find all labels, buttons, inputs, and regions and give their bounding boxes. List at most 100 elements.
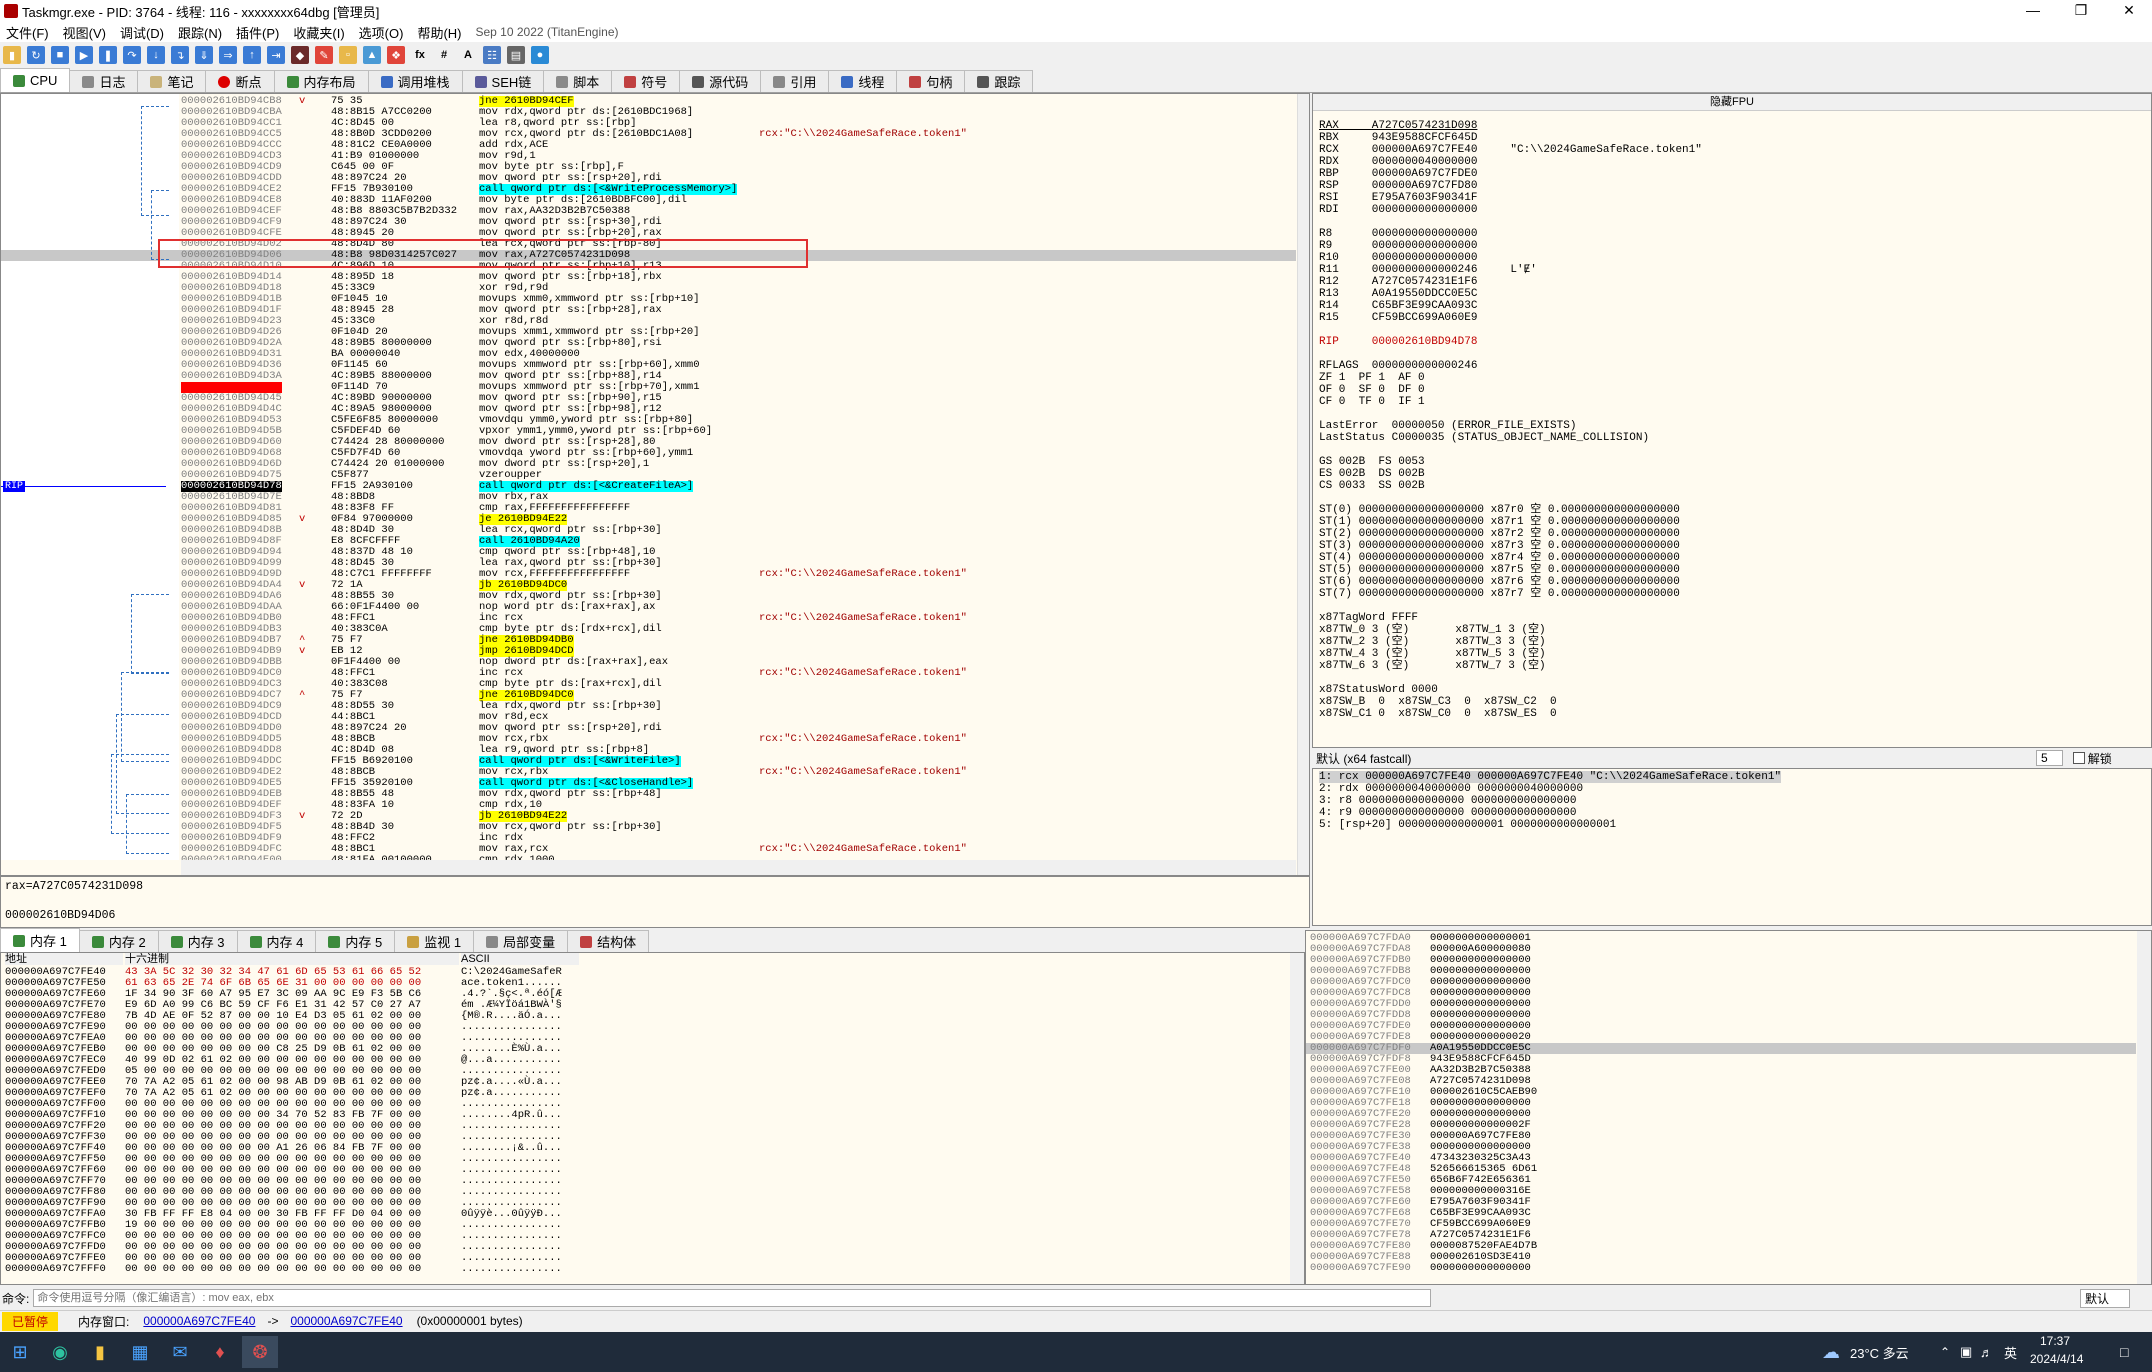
tab-dump-5[interactable]: 内存 5 — [315, 930, 396, 952]
tab-memory-map[interactable]: 内存布局 — [273, 70, 369, 92]
dump-ascii[interactable]: .4.?`.§ç<.ª.éó[Æ — [461, 988, 562, 1000]
minimize-button[interactable]: — — [2026, 2, 2040, 18]
dump-hex[interactable]: E9 6D A0 99 C6 BC 59 CF F6 E1 31 42 57 C… — [125, 999, 422, 1011]
dump-hex[interactable]: 00 00 00 00 00 00 00 00 34 70 52 83 FB 7… — [125, 1109, 422, 1121]
comment-icon[interactable]: ▫ — [339, 46, 357, 64]
menu-view[interactable]: 视图(V) — [62, 25, 106, 41]
argument-line[interactable]: 1: rcx 000000A697C7FE40 000000A697C7FE40… — [1319, 771, 1782, 783]
dump-ascii[interactable]: ........¡&..û... — [461, 1142, 562, 1154]
tab-struct[interactable]: 结构体 — [567, 930, 650, 952]
bookmark-icon[interactable]: ❖ — [387, 46, 405, 64]
dump-ascii[interactable]: ................ — [461, 1197, 562, 1209]
app-icon-green[interactable]: ♦ — [215, 1341, 225, 1362]
dump-ascii[interactable]: ................ — [461, 1032, 562, 1044]
argument-line[interactable]: 5: [rsp+20] 0000000000000001 00000000000… — [1319, 819, 1617, 831]
register-line[interactable]: ST(6) 0000000000000000000 x87r6 空 0.0000… — [1319, 576, 1680, 588]
calling-convention-select[interactable]: 默认 (x64 fastcall) — [1316, 751, 1412, 766]
argument-line[interactable]: 4: r9 0000000000000000 0000000000000000 — [1319, 807, 1577, 819]
dump-ascii[interactable]: C:\2024GameSafeR — [461, 966, 562, 978]
register-line[interactable]: RDX 0000000040000000 — [1319, 156, 1478, 168]
globe-icon[interactable]: ● — [531, 46, 549, 64]
dump-hex[interactable]: 00 00 00 00 00 00 00 00 00 00 00 00 00 0… — [125, 1252, 422, 1264]
x64dbg-taskbar-icon[interactable]: ❂ — [242, 1336, 278, 1368]
register-line[interactable]: x87TW_2 3 (空) x87TW_3 3 (空) — [1319, 636, 1546, 648]
register-line[interactable]: GS 002B FS 0053 — [1319, 456, 1425, 468]
register-line[interactable]: x87SW_C1 0 x87SW_C0 0 x87SW_ES 0 — [1319, 708, 1557, 720]
register-line[interactable]: ST(1) 0000000000000000000 x87r1 空 0.0000… — [1319, 516, 1680, 528]
dump-to-address[interactable]: 000000A697C7FE40 — [290, 1314, 403, 1328]
register-line[interactable]: LastError 00000050 (ERROR_FILE_EXISTS) — [1319, 420, 1577, 432]
dump-ascii[interactable]: ................ — [461, 1186, 562, 1198]
register-line[interactable]: R14 C65BF3E99CAA093C — [1319, 300, 1478, 312]
dump-hex[interactable]: 00 00 00 00 00 00 00 00 00 00 00 00 00 0… — [125, 1032, 422, 1044]
breakpoint-gutter[interactable] — [171, 94, 179, 860]
register-line[interactable]: R10 0000000000000000 — [1319, 252, 1478, 264]
clock-date[interactable]: 2024/4/14 — [2030, 1352, 2084, 1366]
calculator-icon[interactable]: ▤ — [507, 46, 525, 64]
explorer-icon[interactable]: ▮ — [95, 1341, 105, 1362]
register-line[interactable]: RBX 943E9588CFCF645D — [1319, 132, 1478, 144]
register-line[interactable]: R8 0000000000000000 — [1319, 228, 1478, 240]
dump-ascii[interactable]: ................ — [461, 1153, 562, 1165]
register-line[interactable]: RBP 000000A697C7FDE0 — [1319, 168, 1478, 180]
register-line[interactable]: R15 CF59BCC699A060E9 — [1319, 312, 1478, 324]
dump-hex[interactable]: 61 63 65 2E 74 6F 6B 65 6E 31 00 00 00 0… — [125, 977, 422, 989]
dump-hex[interactable]: 00 00 00 00 00 00 00 00 00 00 00 00 00 0… — [125, 1230, 422, 1242]
dump-hex[interactable]: 30 FB FF FF E8 04 00 00 30 FB FF FF D0 0… — [125, 1208, 422, 1220]
register-line[interactable]: x87TW_6 3 (空) x87TW_7 3 (空) — [1319, 660, 1546, 672]
dump-ascii[interactable]: ................ — [461, 1065, 562, 1077]
dump-ascii[interactable]: @...a........... — [461, 1054, 562, 1066]
dump-vertical-scrollbar[interactable] — [1290, 953, 1304, 1284]
tab-symbols[interactable]: 符号 — [611, 70, 681, 92]
menu-debug[interactable]: 调试(D) — [119, 25, 164, 41]
run-to-selection-icon[interactable]: ⇥ — [267, 46, 285, 64]
dump-header-hex[interactable]: 十六进制 — [125, 953, 459, 965]
tab-breakpoints[interactable]: 断点 — [205, 70, 275, 92]
command-mode-select[interactable]: 默认 — [2080, 1288, 2131, 1308]
register-line[interactable]: RCX 000000A697C7FE40 "C:\\2024GameSafeRa… — [1319, 144, 1702, 156]
tab-cpu[interactable]: CPU — [0, 68, 71, 92]
tab-call-stack[interactable]: 调用堆栈 — [367, 70, 463, 92]
register-line[interactable]: x87TW_4 3 (空) x87TW_5 3 (空) — [1319, 648, 1546, 660]
restore-button[interactable]: ❐ — [2074, 2, 2088, 18]
dump-hex[interactable]: 05 00 00 00 00 00 00 00 00 00 00 00 00 0… — [125, 1065, 422, 1077]
register-line[interactable]: R9 0000000000000000 — [1319, 240, 1478, 252]
argument-line[interactable]: 3: r8 0000000000000000 0000000000000000 — [1319, 795, 1577, 807]
